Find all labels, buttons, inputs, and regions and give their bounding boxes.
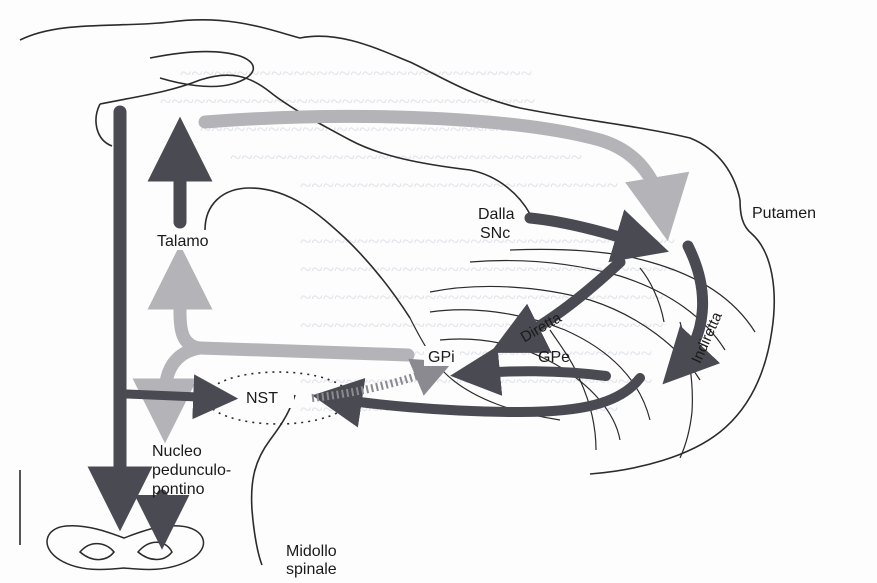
nst-label: NST (246, 390, 278, 407)
gpe-label: GPe (538, 349, 570, 366)
putamen-label: Putamen (752, 205, 816, 222)
svg-text:~~~~~~~~~~~~~~~~~~~~~~~~~~~~~~: ~~~~~~~~~~~~~~~~~~~~~~~~~~~~~~~ (180, 61, 532, 85)
svg-text:~~~~~~~~~~~~~~~~~~~~~~~~~~~~~~: ~~~~~~~~~~~~~~~~~~~~~~~~~~~~~~~~ (300, 313, 664, 337)
dalla-snc-label-line1: Dalla (478, 206, 515, 223)
dalla-snc-label-line2: SNc (480, 225, 510, 242)
gpe-to-gpi-arrow (468, 371, 606, 376)
svg-text:~~~~~~~~~~~~~~~~~~~~~~~~~~~~~~: ~~~~~~~~~~~~~~~~~~~~~~~~~~~~~~~ (230, 145, 582, 169)
talamo-label: Talamo (157, 233, 209, 250)
midollo-label-line1: Midollo (286, 543, 337, 560)
gpi-to-nucleo-arrow (165, 348, 200, 420)
spinal-cord-section (47, 526, 203, 570)
svg-text:~~~~~~~~~~~~~~~~~~~~~~~~~~~~~~: ~~~~~~~~~~~~~~~~~~~~~~~~~~~~~~~~~ (160, 89, 535, 113)
tract-to-nst-arrow (126, 394, 222, 398)
midollo-label-line2: spinale (286, 561, 337, 578)
nucleo-label-line2: pedunculo- (152, 462, 231, 479)
gpi-label: GPi (428, 349, 455, 366)
svg-text:~~~~~~~~~~~~~~~~~~~~~~~~~~~~: ~~~~~~~~~~~~~~~~~~~~~~~~~~~~ (300, 173, 618, 197)
svg-text:~~~~~~~~~~~~~~~~~~~~~~~~~~~~~~: ~~~~~~~~~~~~~~~~~~~~~~~~~~~~~~~~ (300, 285, 664, 309)
nucleo-label-line1: Nucleo (152, 443, 202, 460)
nucleo-label-line3: pontino (152, 481, 205, 498)
